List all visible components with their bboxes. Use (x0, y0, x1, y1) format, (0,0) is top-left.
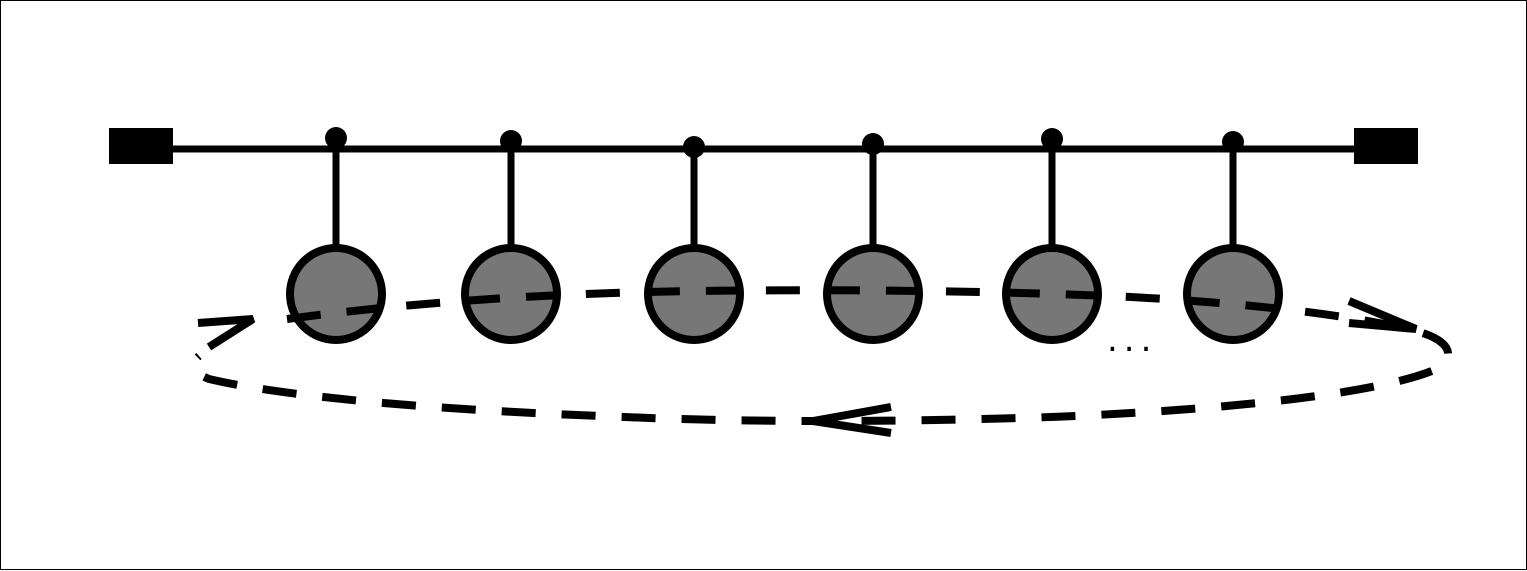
arrowhead-bottom (812, 403, 892, 437)
dashed-loop-path (189, 286, 1453, 425)
pendulum-2 (461, 130, 561, 344)
continuation-ellipsis: ... (1107, 320, 1158, 360)
left-end-block (109, 128, 173, 164)
pendulum-5 (1002, 128, 1102, 344)
right-end-block (1354, 128, 1418, 164)
arrowhead-left (197, 315, 256, 351)
pendulum-6 (1183, 131, 1283, 344)
pendulum-4 (823, 133, 923, 344)
pendulum-bead (1183, 244, 1283, 344)
pendulum-3 (644, 136, 744, 344)
pendulum-bead (286, 244, 386, 344)
arrowhead-right (1347, 297, 1418, 333)
